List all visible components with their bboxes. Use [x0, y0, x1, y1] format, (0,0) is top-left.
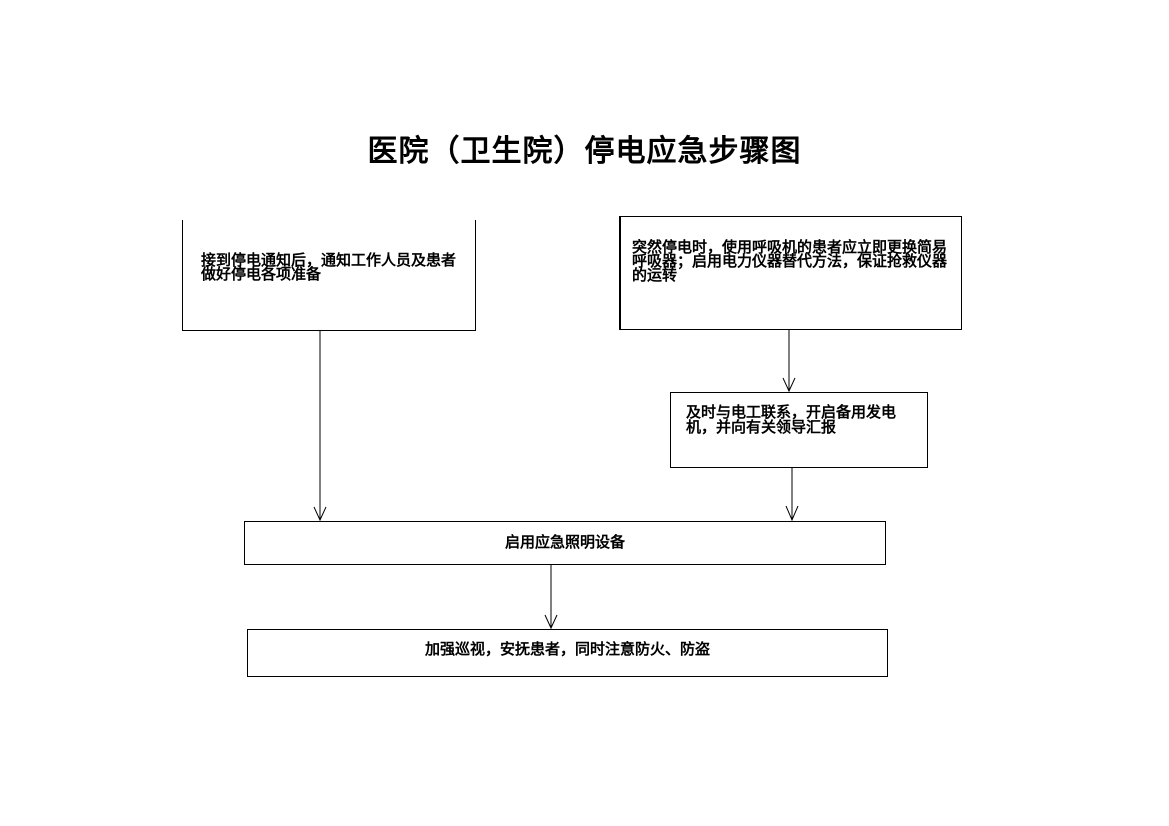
step-box-sudden-outage: 突然停电时，使用呼吸机的患者应立即更换简易呼吸器；启用电力仪器替代方法，保证抢救… [619, 216, 962, 330]
step-box-patrol: 加强巡视，安抚患者，同时注意防火、防盗 [247, 629, 888, 677]
arrow-lighting-to-patrol [544, 565, 558, 630]
step-text-emergency-lighting: 启用应急照明设备 [504, 533, 625, 551]
step-box-notice: 接到停电通知后，通知工作人员及患者做好停电各项准备 [182, 220, 476, 331]
step-text-contact-electrician: 及时与电工联系，开启备用发电机，并向有关领导汇报 [686, 403, 897, 436]
page-title: 医院（卫生院）停电应急步骤图 [367, 134, 802, 169]
arrow-electrician-to-lighting [785, 468, 799, 522]
step-text-notice: 接到停电通知后，通知工作人员及患者做好停电各项准备 [201, 251, 457, 283]
arrow-outage-to-electrician [782, 330, 796, 393]
step-box-emergency-lighting: 启用应急照明设备 [244, 521, 886, 565]
step-box-contact-electrician: 及时与电工联系，开启备用发电机，并向有关领导汇报 [670, 392, 928, 468]
step-text-patrol: 加强巡视，安抚患者，同时注意防火、防盗 [424, 640, 710, 658]
step-text-sudden-outage: 突然停电时，使用呼吸机的患者应立即更换简易呼吸器；启用电力仪器替代方法，保证抢救… [632, 238, 948, 284]
arrow-notice-to-lighting [313, 331, 327, 522]
